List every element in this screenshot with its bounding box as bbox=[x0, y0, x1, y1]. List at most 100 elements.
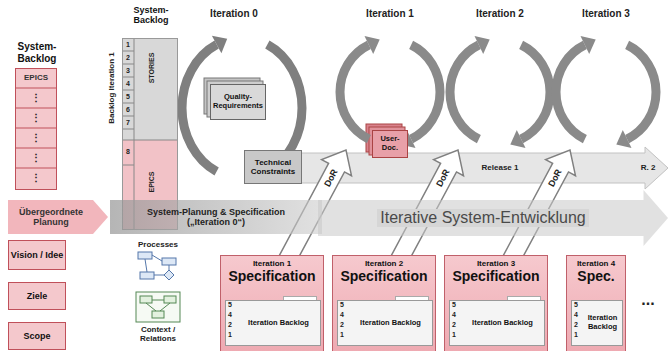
cycle-arrowhead bbox=[581, 36, 596, 54]
backlog-number: 5 bbox=[228, 301, 232, 309]
continuation-dots: ⋮ bbox=[31, 112, 41, 124]
iteration-backlog: Iteration Backlog bbox=[337, 300, 433, 346]
specification-doc: Iteration 3SpecificationIteration Backlo… bbox=[444, 255, 548, 351]
context-icon bbox=[136, 292, 180, 322]
story-number: 4 bbox=[126, 79, 130, 87]
backlog-number: 4 bbox=[452, 311, 456, 319]
node-title: Iteration Backlog bbox=[472, 319, 533, 328]
cycle-arrow bbox=[627, 45, 656, 139]
node-title: System-Backlog bbox=[119, 5, 183, 26]
epics-label: EPICS bbox=[148, 171, 156, 192]
specification-doc: Iteration 1SpecificationIteration Backlo… bbox=[220, 255, 324, 351]
icon-label: Context / Relations bbox=[127, 325, 189, 343]
backlog-number: 1 bbox=[228, 331, 232, 339]
node-title: Übergeordnete Planung bbox=[8, 207, 94, 228]
continuation-dots: ⋮ bbox=[31, 172, 41, 184]
node-text: Spec. bbox=[577, 268, 614, 284]
iteration-heading: Iteration 0 bbox=[210, 8, 258, 20]
system-backlog: System-BacklogEPICS bbox=[15, 68, 57, 190]
backlog-number: 5 bbox=[574, 301, 578, 309]
iteration-heading: Iteration 2 bbox=[476, 8, 524, 20]
vertical-heading: Backlog Iteration 1 bbox=[107, 52, 116, 124]
icon-label: Processes bbox=[138, 240, 178, 249]
iteration-heading: Iteration 1 bbox=[366, 8, 414, 20]
constraints-box: Technical Constraints bbox=[244, 150, 302, 184]
cycle-arrowhead bbox=[365, 36, 380, 54]
node-title: Iteration Backlog bbox=[248, 319, 309, 328]
node-title: System-Planung & Specification („Iterati… bbox=[126, 207, 306, 228]
process-icon bbox=[138, 252, 176, 280]
node-title: Iteration 2 bbox=[365, 259, 403, 268]
release-label: R. 2 bbox=[641, 163, 656, 172]
release-arrow bbox=[300, 147, 668, 189]
backlog-dividers bbox=[15, 88, 57, 168]
backlog-number: 5 bbox=[340, 301, 344, 309]
epic-number: 8 bbox=[126, 148, 130, 156]
node-title: User-Doc. bbox=[374, 135, 406, 152]
story-number: 2 bbox=[126, 53, 130, 61]
vision-box: Vision / Idee bbox=[8, 240, 66, 270]
continuation-dots: ⋮ bbox=[31, 132, 41, 144]
goals-box: Ziele bbox=[8, 282, 66, 310]
planning-arrow: Übergeordnete Planung bbox=[8, 200, 108, 234]
cycle-arrow bbox=[556, 45, 585, 139]
story-number: 1 bbox=[126, 40, 130, 48]
cycle-arrow bbox=[450, 45, 479, 139]
story-number: 5 bbox=[126, 92, 130, 100]
cycle-arrow bbox=[521, 45, 550, 139]
specification-doc: Iteration 2SpecificationIteration Backlo… bbox=[332, 255, 436, 351]
cycle-arrowhead bbox=[475, 36, 490, 54]
backlog-column-fill bbox=[15, 68, 57, 190]
story-number: 7 bbox=[126, 118, 130, 126]
quality-requirements-doc: Quality-Requirements bbox=[210, 84, 266, 120]
node-title: Iteration 3 bbox=[477, 259, 515, 268]
node-title: Iteration 1 bbox=[253, 259, 291, 268]
iteration-backlog: Iteration Backlog bbox=[571, 300, 623, 346]
story-number: 3 bbox=[126, 66, 130, 74]
backlog-number: 1 bbox=[452, 331, 456, 339]
cycle-arrowhead bbox=[616, 130, 631, 148]
scope-box: Scope bbox=[8, 322, 66, 350]
node-text: Specification bbox=[228, 268, 315, 284]
node-title: Iteration 4 bbox=[577, 259, 615, 268]
stories-fill bbox=[122, 38, 178, 140]
backlog-number: 4 bbox=[574, 311, 578, 319]
backlog-number: 5 bbox=[452, 301, 456, 309]
backlog-number: 4 bbox=[228, 311, 232, 319]
stories-label: STORIES bbox=[148, 53, 156, 84]
ellipsis: ... bbox=[641, 291, 654, 309]
cycle-arrow bbox=[340, 45, 369, 139]
node-title: Technical Constraints bbox=[246, 158, 300, 176]
cycle-arrow bbox=[411, 45, 440, 139]
backlog-number: 1 bbox=[574, 331, 578, 339]
node-title: Scope bbox=[23, 331, 50, 341]
cycle-arrowhead bbox=[212, 36, 227, 54]
node-text: Specification bbox=[340, 268, 427, 284]
continuation-dots: ⋮ bbox=[31, 152, 41, 164]
planning-band: System-Planung & Specification („Iterati… bbox=[110, 200, 322, 234]
development-band: Iterative System-Entwicklung bbox=[318, 190, 668, 246]
backlog-number: 1 bbox=[340, 331, 344, 339]
node-title: Iteration Backlog bbox=[360, 319, 421, 328]
node-text: EPICS bbox=[24, 73, 48, 82]
node-text: Specification bbox=[452, 268, 539, 284]
backlog-number: 2 bbox=[574, 321, 578, 329]
node-title: Ziele bbox=[27, 291, 48, 301]
continuation-dots: ⋮ bbox=[31, 92, 41, 104]
iteration-backlog: Iteration Backlog bbox=[225, 300, 321, 346]
backlog-number: 4 bbox=[340, 311, 344, 319]
node-title: Vision / Idee bbox=[11, 250, 63, 260]
user-doc: User-Doc. bbox=[372, 130, 408, 158]
release-label: Release 1 bbox=[482, 163, 519, 172]
backlog-number: 2 bbox=[228, 321, 232, 329]
backlog-number: 2 bbox=[452, 321, 456, 329]
cycle-arrowhead bbox=[510, 130, 525, 148]
node-title: System-Backlog bbox=[6, 41, 68, 64]
story-number: 6 bbox=[126, 105, 130, 113]
node-title: Quality-Requirements bbox=[212, 93, 264, 110]
node-title: Iteration Backlog bbox=[584, 314, 621, 331]
backlog-number: 2 bbox=[340, 321, 344, 329]
iteration-backlog: Iteration Backlog bbox=[449, 300, 545, 346]
iteration-heading: Iteration 3 bbox=[582, 8, 630, 20]
node-title: Iterative System-Entwicklung bbox=[377, 209, 588, 227]
